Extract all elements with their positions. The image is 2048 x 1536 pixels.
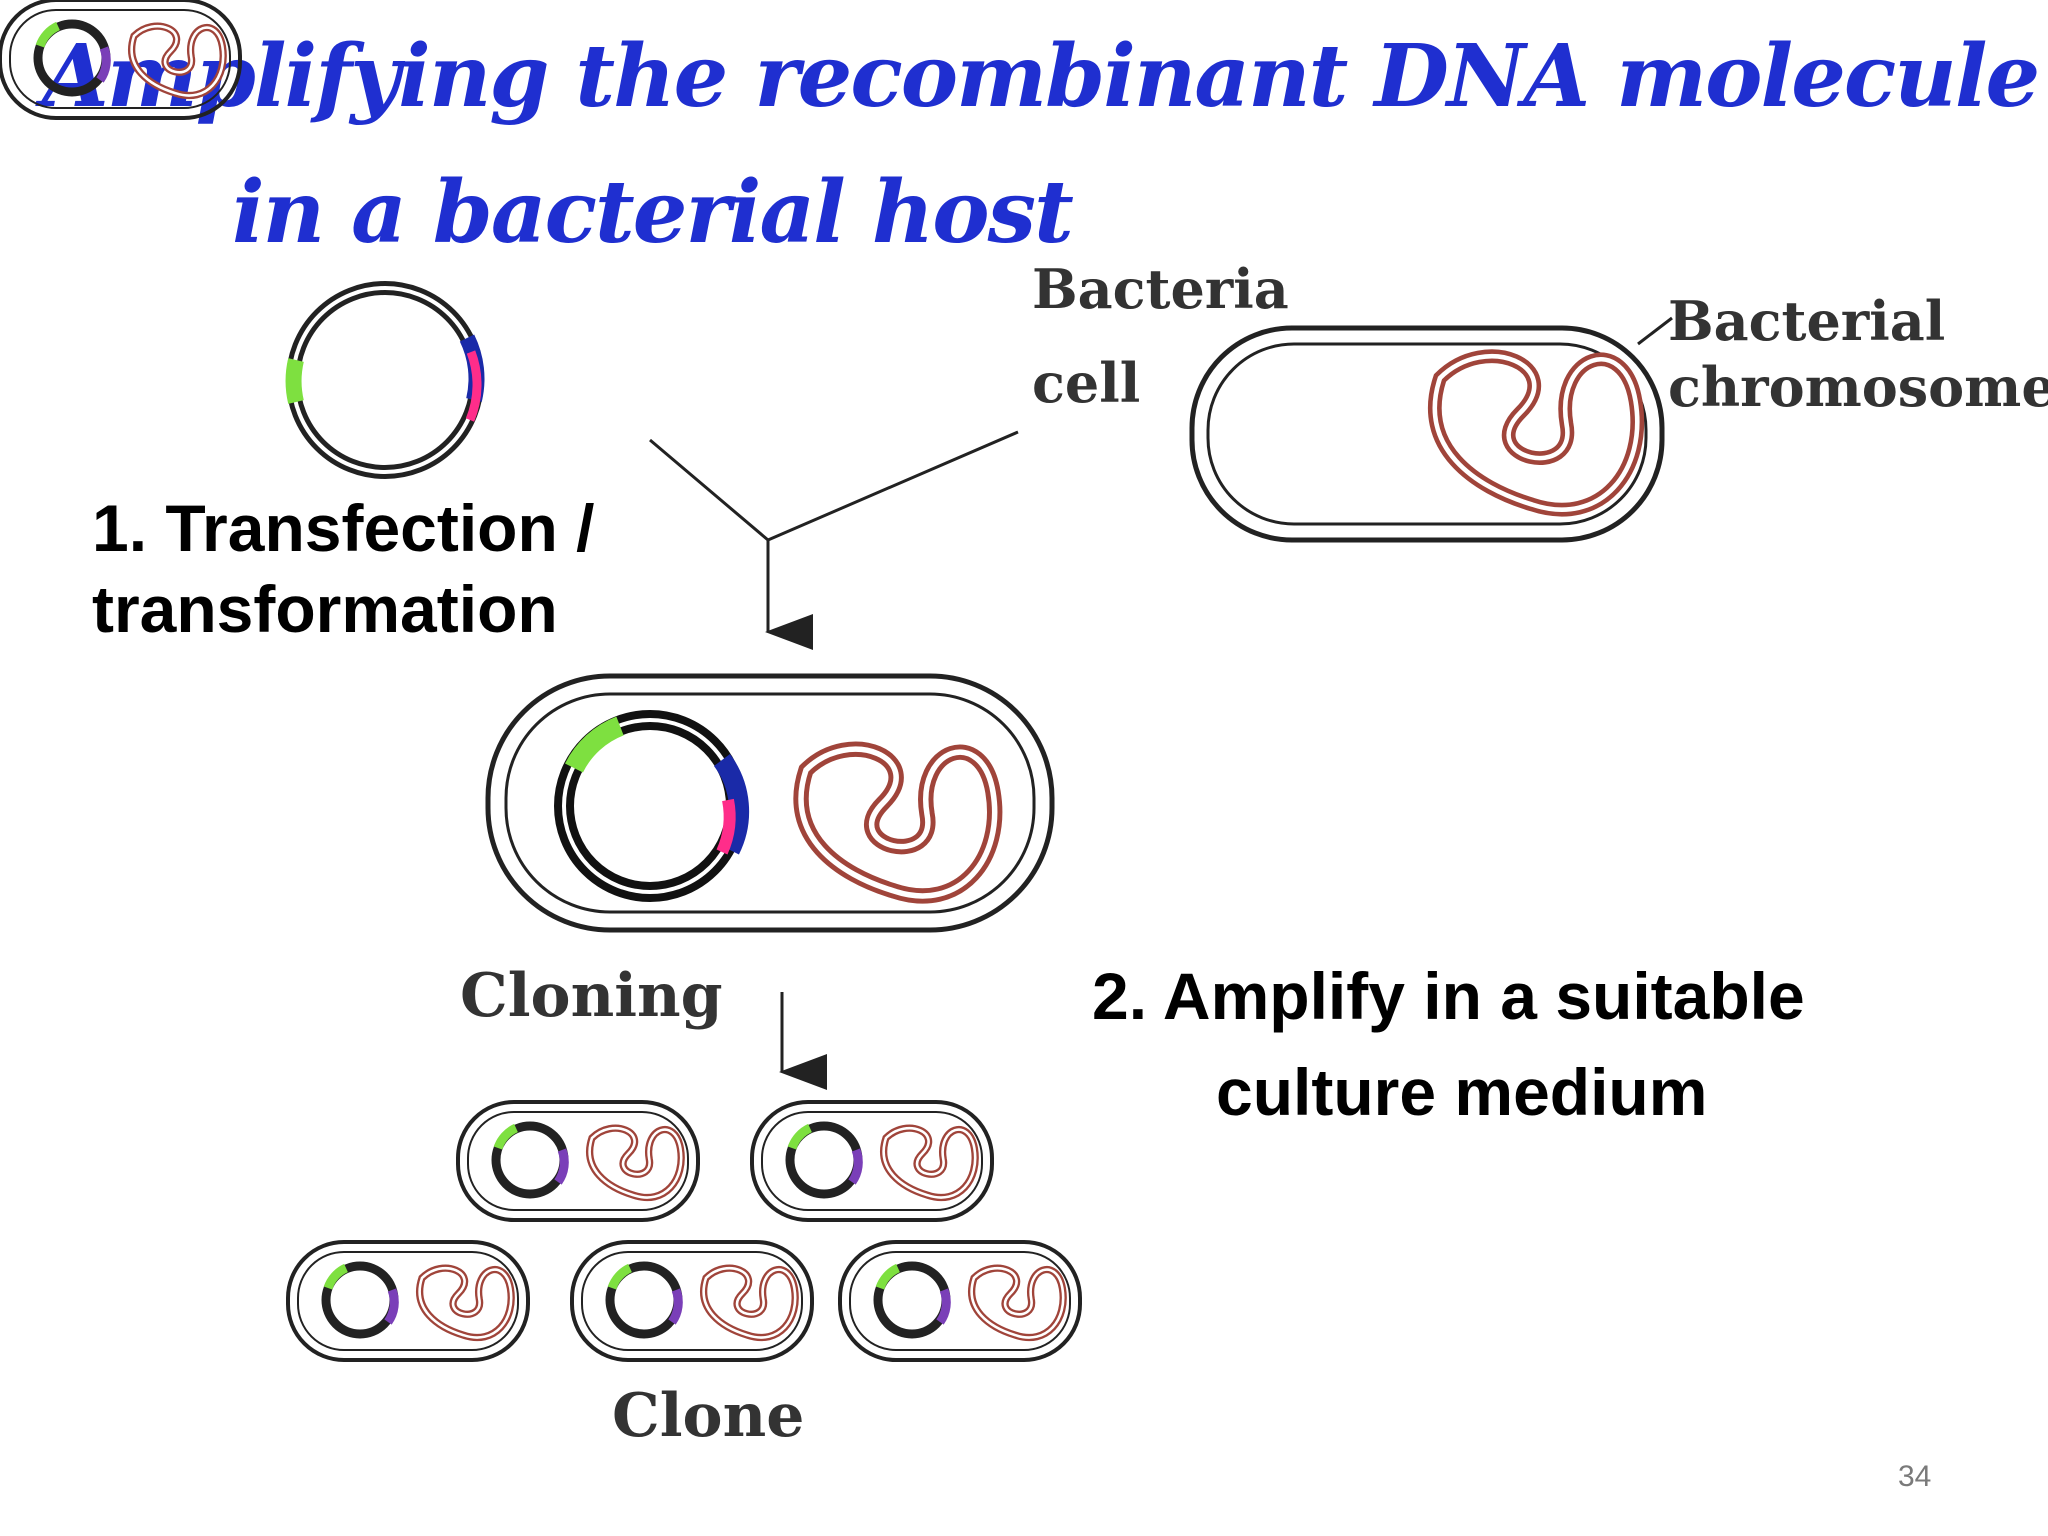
step1-line2: transformation — [92, 571, 558, 646]
step1-line1: 1. Transfection / — [92, 491, 595, 565]
clone-cell — [0, 0, 242, 120]
bacteria-cell — [1189, 316, 1673, 543]
chromosome-label-line2: chromosome — [1668, 355, 2048, 419]
bacterial-chromosome — [1435, 356, 1637, 509]
cloning-label: Cloning — [460, 961, 723, 1031]
transformed-cell — [485, 673, 1055, 933]
transformation-arrow — [649, 430, 1019, 650]
slide-title-line1: Amplifying the recombinant DNA molecule — [42, 26, 2040, 127]
bacteria-cell-label-line1: Bacteria — [1032, 257, 1289, 321]
bacteria-cell-label-line2: cell — [1032, 351, 1141, 415]
slide-title-line2: in a bacterial host — [232, 162, 1074, 263]
step2-line2: culture medium — [1216, 1055, 1708, 1129]
clone-label: Clone — [612, 1381, 805, 1451]
step1-text: 1. Transfection / transformation — [92, 488, 594, 649]
plasmid-icon — [285, 281, 485, 479]
chromosome-label-line1: Bacterial — [1668, 289, 1946, 353]
page-number: 34 — [1898, 1460, 1932, 1493]
step2-line1: 2. Amplify in a suitable — [1092, 959, 1805, 1033]
